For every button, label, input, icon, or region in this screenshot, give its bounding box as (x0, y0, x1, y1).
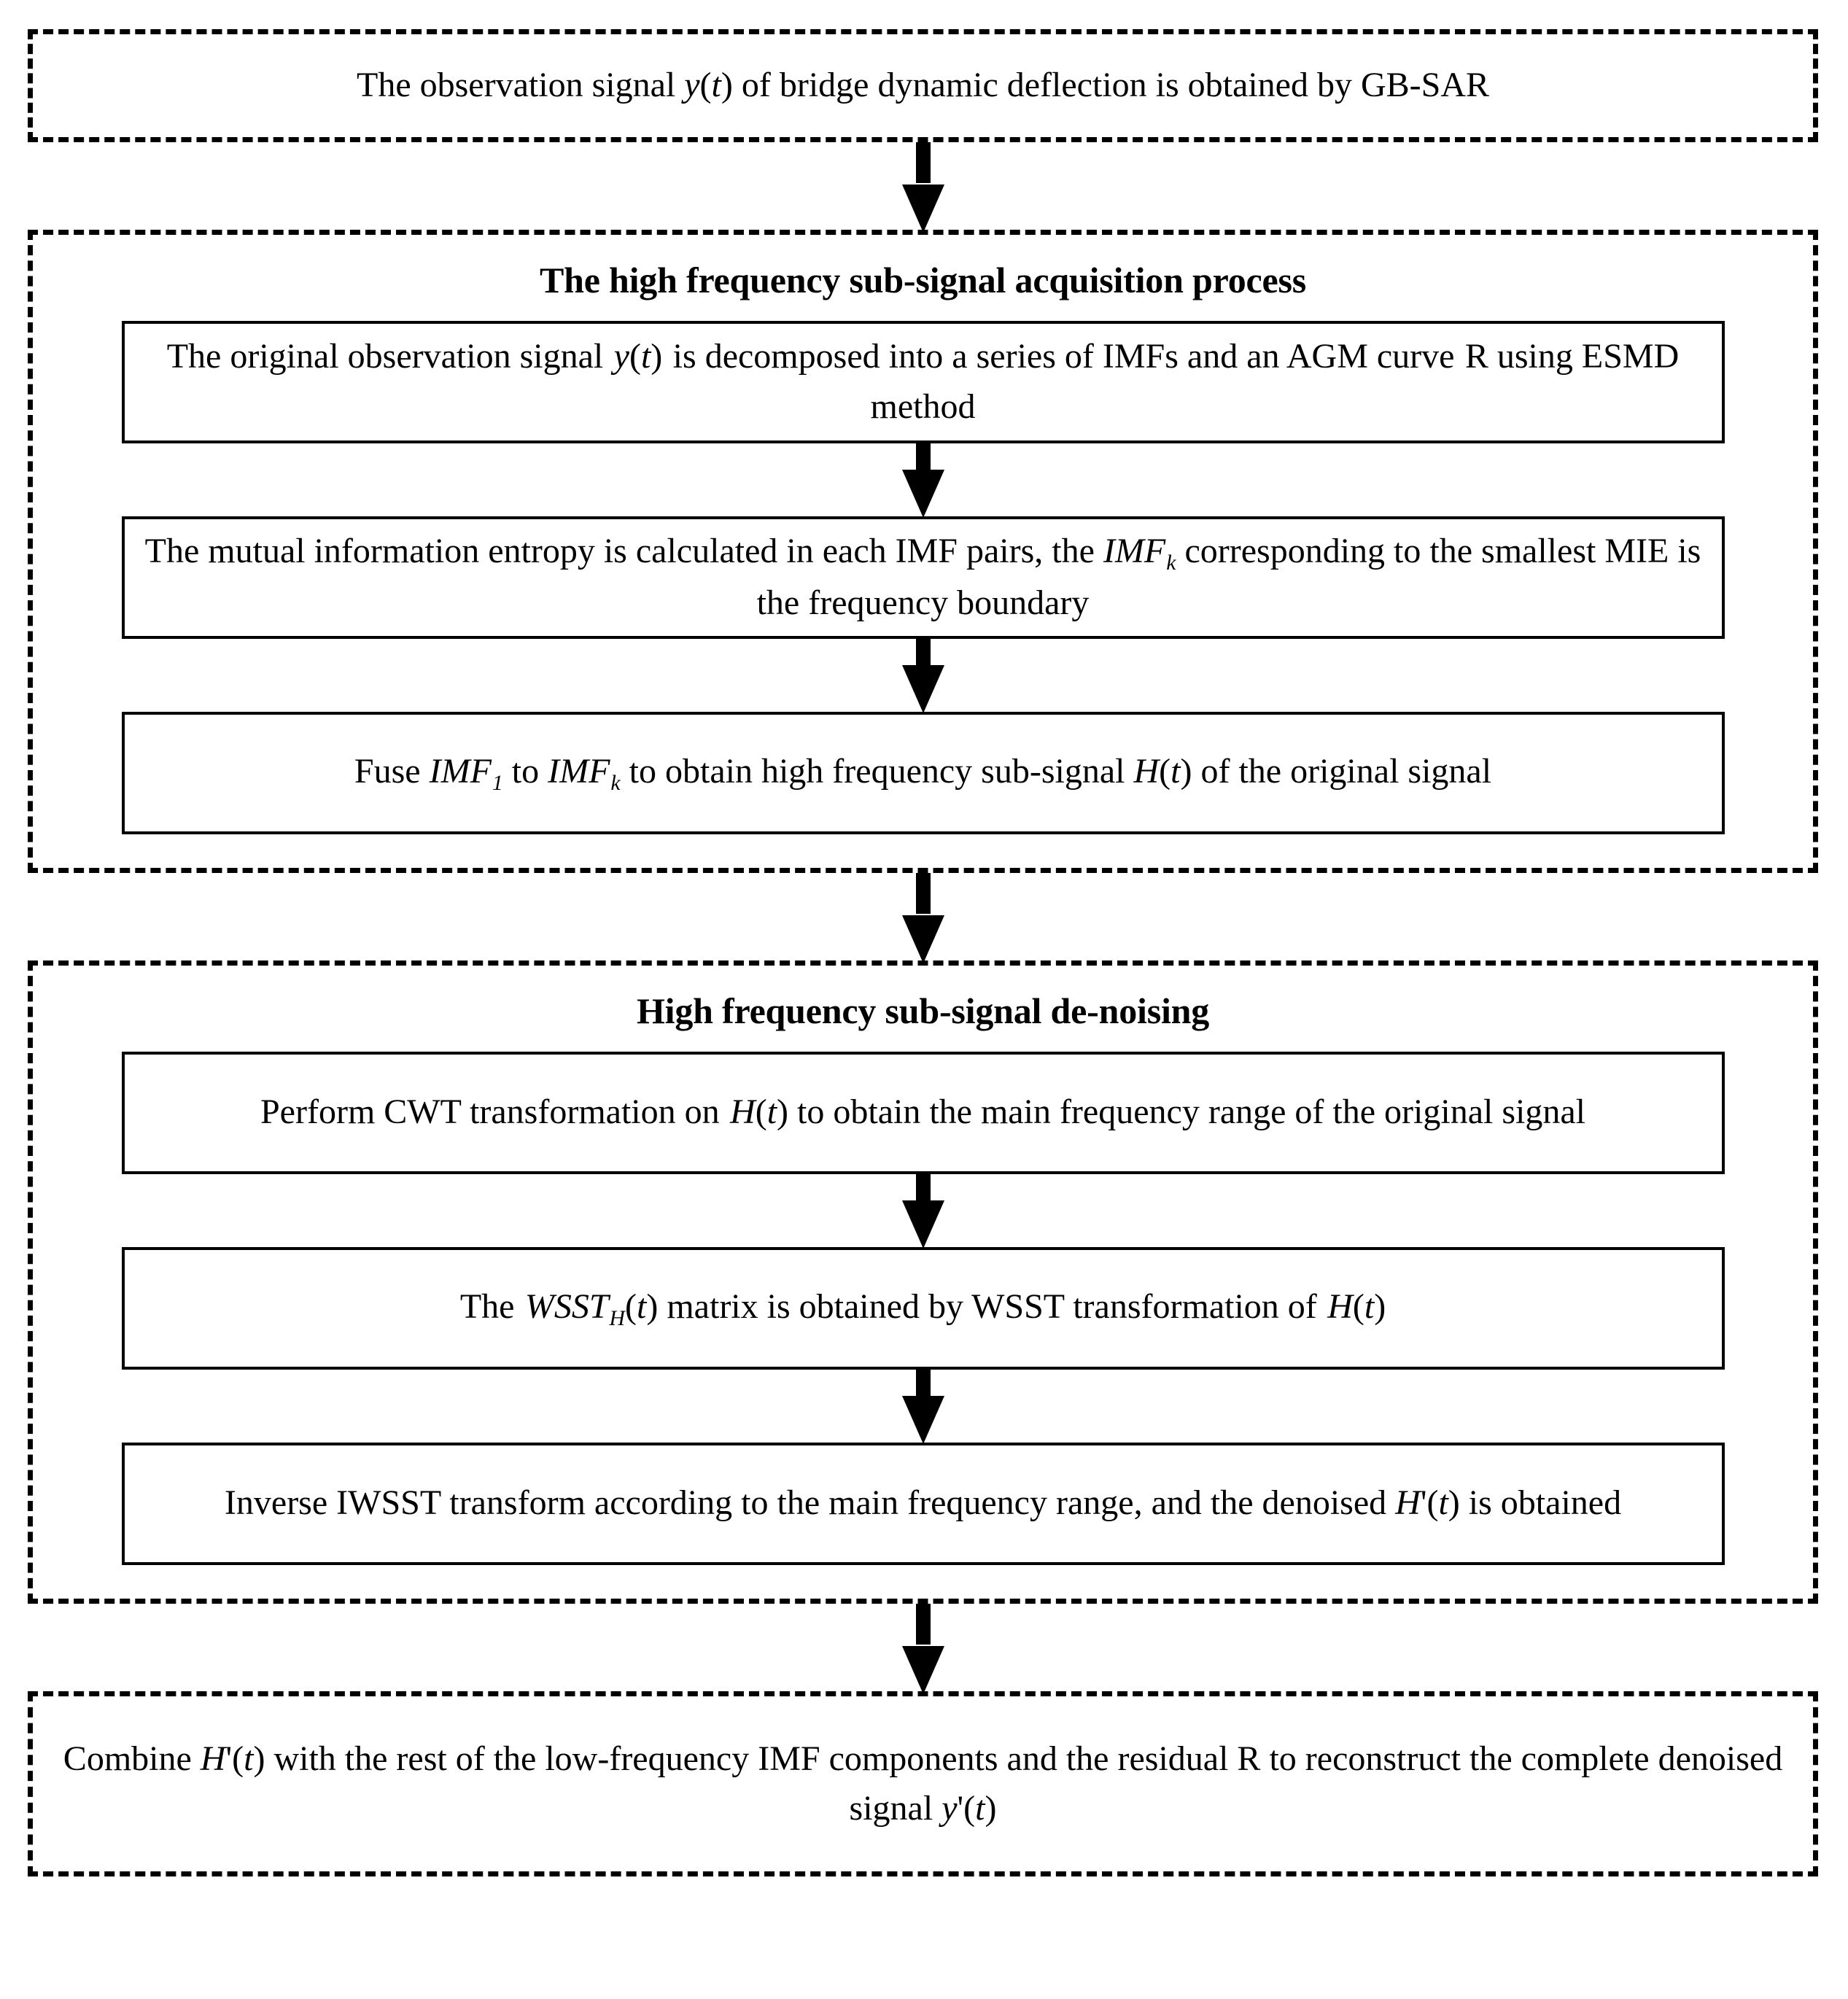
s1step2-imf: IMF (1103, 531, 1166, 570)
s2step2-wsst: WSST (524, 1286, 609, 1326)
output-text-a: Combine (63, 1739, 201, 1778)
arrow-section1-to-section2 (28, 873, 1818, 963)
s1step1-var-y: y (613, 337, 629, 376)
s1step1-text-c: R using ESMD method (870, 337, 1680, 426)
s2step3-var-H: H (1395, 1483, 1421, 1523)
group-high-frequency-acquisition: The high frequency sub-signal acquisitio… (28, 230, 1818, 873)
s1step3-text-d: of the original signal (1192, 751, 1492, 791)
s1step3-imf1-subscript: 1 (492, 770, 503, 795)
s1step1-text-a: The original observation signal (166, 337, 604, 376)
input-signal-text: The observation signal y(t) of bridge dy… (33, 61, 1813, 110)
s1step2-text-a: The mutual information entropy is calcul… (144, 531, 1103, 570)
arrow-step2-to-step3 (33, 638, 1813, 713)
s2step2-text-a: The (459, 1286, 515, 1326)
s1step3-imf1: IMF (429, 751, 492, 791)
s2step2-paren-open-2: ( (1352, 1286, 1364, 1326)
s1step3-text-a: Fuse (354, 751, 430, 791)
arrow-cwt-to-wsst (33, 1173, 1813, 1249)
s2step2-paren-open: ( (625, 1286, 637, 1326)
s1step1-var-t: t (640, 337, 651, 376)
s2step3-paren-close: ) (1448, 1483, 1460, 1523)
s2step3-text-a: Inverse IWSST transform according to the… (224, 1483, 1396, 1523)
step-inverse-iwsst: Inverse IWSST transform according to the… (121, 1442, 1725, 1565)
s1step2-text-b: corresponding to the smallest MIE is the… (756, 531, 1701, 623)
arrowhead-icon (901, 1200, 944, 1249)
flowchart-root: The observation signal y(t) of bridge dy… (28, 29, 1818, 1965)
input-paren-close: ) (721, 66, 733, 105)
s2step1-text-b: to obtain the main frequency range of th… (788, 1092, 1585, 1132)
section1-title: The high frequency sub-signal acquisitio… (539, 260, 1307, 300)
arrowhead-icon (901, 664, 944, 713)
s2step2-paren-close-2: ) (1374, 1286, 1386, 1326)
input-text-a: The observation signal (357, 66, 685, 105)
section2-title: High frequency sub-signal de-noising (636, 990, 1210, 1031)
s1step3-var-H: H (1133, 751, 1160, 791)
arrow-step1-to-step2 (33, 443, 1813, 518)
s1step1-paren-open: ( (629, 337, 641, 376)
output-paren-open-H: ( (232, 1739, 244, 1778)
output-prime-H: ' (225, 1739, 233, 1778)
step-mutual-information-entropy: The mutual information entropy is calcul… (121, 516, 1725, 639)
s1step3-var-t: t (1170, 751, 1181, 791)
output-paren-open-y: ( (963, 1789, 976, 1828)
input-var-t: t (711, 66, 721, 105)
s1step3-text-c: to obtain high frequency sub-signal (620, 751, 1134, 791)
output-paren-close-H: ) (253, 1739, 265, 1778)
s2step1-var-H: H (730, 1092, 756, 1132)
s2step3-paren-open: ( (1426, 1483, 1439, 1523)
arrow-wsst-to-iwsst (33, 1369, 1813, 1444)
s2step1-var-t: t (766, 1092, 777, 1132)
output-reconstruction-text: Combine H'(t) with the rest of the low-f… (33, 1734, 1813, 1833)
input-paren-open: ( (699, 66, 712, 105)
output-var-t-y: t (975, 1789, 985, 1828)
s2step3-text-b: is obtained (1459, 1483, 1622, 1523)
s2step2-var-H: H (1327, 1286, 1353, 1326)
group-input-signal: The observation signal y(t) of bridge dy… (28, 29, 1818, 142)
s1step3-imf2: IMF (548, 751, 610, 791)
s1step2-imf-subscript: k (1166, 550, 1176, 575)
s2step2-wsst-subscript: H (609, 1305, 626, 1330)
output-prime-y: ' (957, 1789, 964, 1828)
arrowhead-icon (901, 1646, 944, 1694)
s2step2-var-t-2: t (1364, 1286, 1375, 1326)
s1step1-paren-close: ) (651, 337, 663, 376)
group-reconstruct-output: Combine H'(t) with the rest of the low-f… (28, 1691, 1818, 1876)
output-var-y: y (942, 1789, 958, 1828)
group-high-frequency-denoising: High frequency sub-signal de-noising Per… (28, 960, 1818, 1604)
output-paren-close-y: ) (985, 1789, 997, 1828)
s2step1-text-a: Perform CWT transformation on (260, 1092, 720, 1132)
arrow-section2-to-output (28, 1604, 1818, 1694)
s2step3-prime: ' (1420, 1483, 1427, 1523)
s2step2-var-t: t (637, 1286, 647, 1326)
s2step3-var-t: t (1438, 1483, 1448, 1523)
s1step3-imf2-subscript: k (610, 770, 621, 795)
arrowhead-icon (901, 1395, 944, 1444)
input-text-b: of bridge dynamic deflection is obtained… (732, 66, 1489, 105)
s2step1-paren-close: ) (777, 1092, 789, 1132)
output-var-H: H (200, 1739, 226, 1778)
s1step3-text-b: to (502, 751, 548, 791)
output-text-b: with the rest of the low-frequency IMF c… (265, 1739, 1783, 1828)
s2step1-paren-open: ( (755, 1092, 767, 1132)
step-fuse-imfs: Fuse IMF1 to IMFk to obtain high frequen… (121, 711, 1725, 834)
s1step3-paren-close: ) (1180, 751, 1192, 791)
arrowhead-icon (901, 469, 944, 518)
arrow-input-to-section1 (28, 142, 1818, 233)
arrowhead-icon (901, 185, 944, 233)
s1step1-text-b: is decomposed into a series of IMFs and … (672, 337, 1455, 376)
s2step2-paren-close: ) (646, 1286, 659, 1326)
arrowhead-icon (901, 915, 944, 963)
s2step2-text-b: matrix is obtained by WSST transformatio… (658, 1286, 1317, 1326)
s1step3-paren-open: ( (1159, 751, 1171, 791)
output-var-t-H: t (244, 1739, 254, 1778)
input-var-y: y (684, 66, 700, 105)
